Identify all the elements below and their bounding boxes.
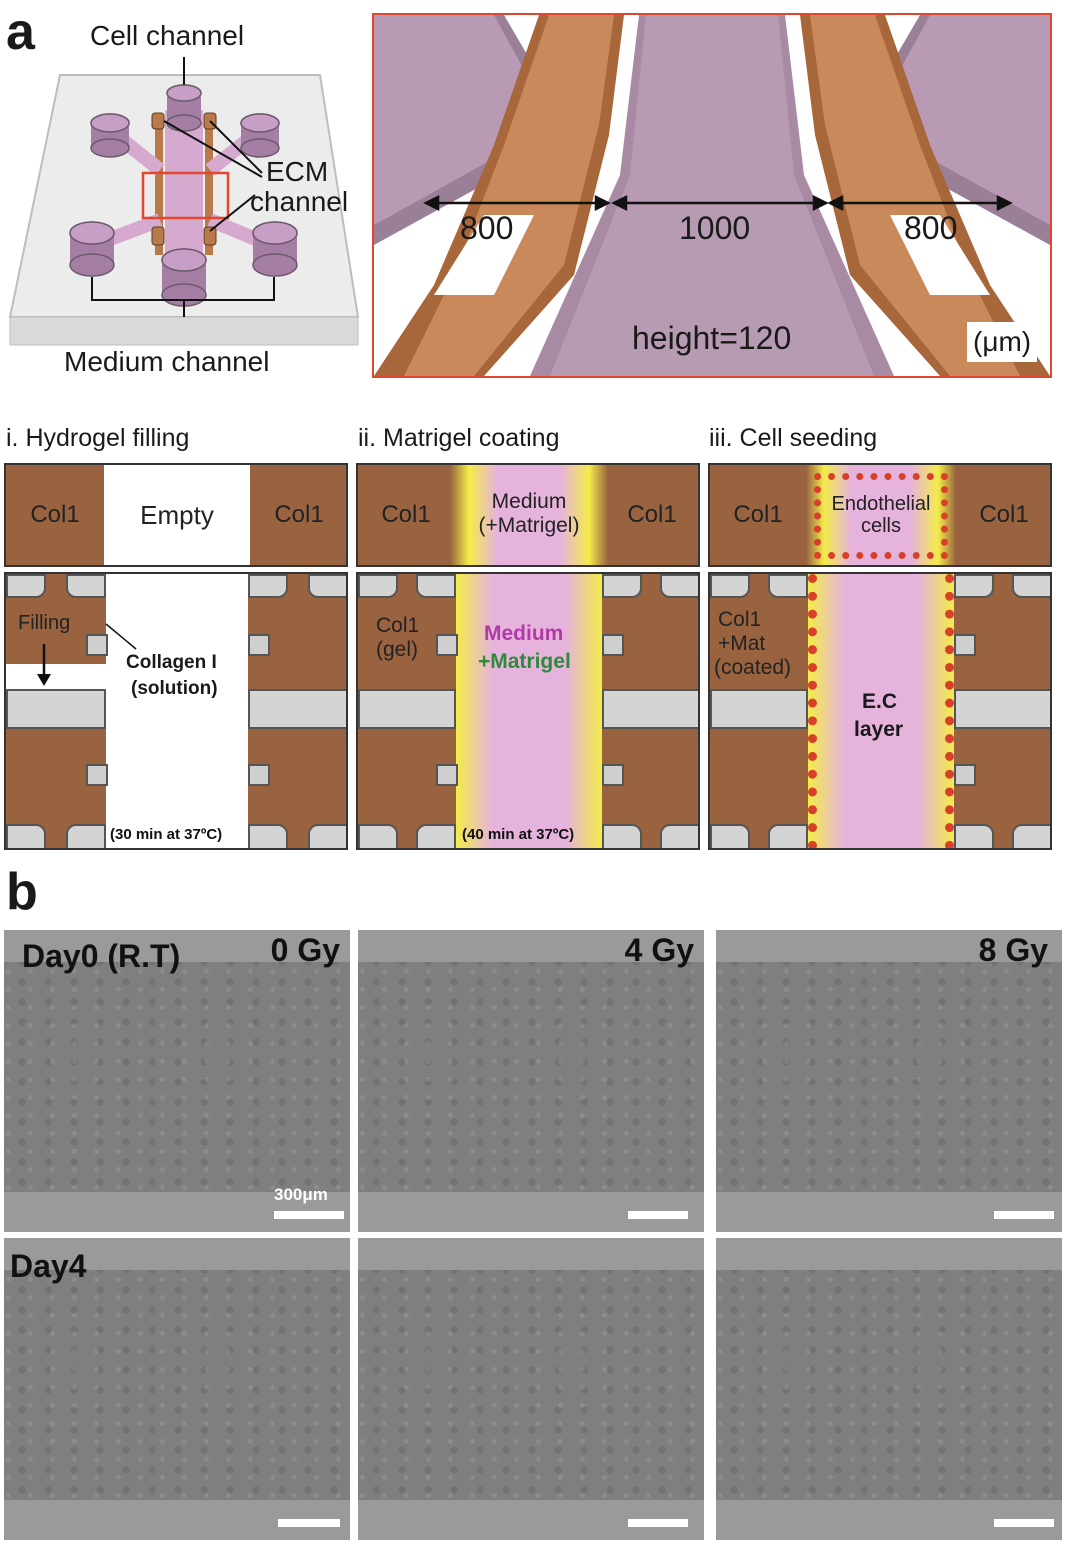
step-3-title: iii. Cell seeding xyxy=(709,424,878,452)
micrograph-day4-4gy xyxy=(358,1238,704,1540)
strip-3-center-2: cells xyxy=(860,515,901,537)
step-1-time: (30 min at 37ºC) xyxy=(110,826,223,843)
dose-4gy: 4 Gy xyxy=(624,932,694,968)
width-right-label: 800 xyxy=(904,210,958,246)
step-2-detail: Col1 (gel) Medium +Matrigel (40 min at 3… xyxy=(356,572,700,850)
zoom-view: 800 1000 800 height=120 (μm) xyxy=(372,13,1052,378)
micrograph-day0-0gy: Day0 (R.T) 0 Gy 300μm xyxy=(4,930,350,1232)
strip-2-center-1: Medium xyxy=(491,490,567,514)
scale-bar xyxy=(994,1211,1054,1219)
step-1-strip: Col1 Empty Col1 xyxy=(4,463,348,567)
medium-channel-label: Medium channel xyxy=(64,346,270,377)
step-3-ec-1: E.C xyxy=(862,690,898,713)
dose-0gy: 0 Gy xyxy=(270,932,340,968)
strip-1-left: Col1 xyxy=(30,500,80,528)
step-3-col1-2: +Mat xyxy=(718,632,766,655)
cell-channel-label: Cell channel xyxy=(90,20,245,51)
step-3-detail: Col1 +Mat (coated) E.C layer xyxy=(708,572,1052,850)
step-2-title: ii. Matrigel coating xyxy=(358,424,560,452)
step-1-title: i. Hydrogel filling xyxy=(6,424,190,452)
step-2-col1-1: Col1 xyxy=(376,614,420,637)
strip-2-right: Col1 xyxy=(627,500,677,528)
strip-3-left: Col1 xyxy=(733,500,783,528)
panel-a-label: a xyxy=(6,3,35,61)
scale-bar xyxy=(278,1519,340,1527)
collagen-label-1: Collagen I xyxy=(126,652,217,673)
micrograph-day4-8gy xyxy=(716,1238,1062,1540)
unit-label: (μm) xyxy=(967,322,1038,362)
ecm-channel-label-2: channel xyxy=(250,186,349,217)
collagen-label-2: (solution) xyxy=(131,678,218,699)
scale-bar xyxy=(274,1211,344,1219)
strip-1-center: Empty xyxy=(140,499,214,530)
panel-b-label: b xyxy=(6,863,38,921)
strip-3-right: Col1 xyxy=(979,500,1029,528)
step-3-strip: Col1 Endothelial cells Col1 xyxy=(708,463,1052,567)
step-2-col1-2: (gel) xyxy=(376,638,419,661)
scale-bar xyxy=(628,1211,688,1219)
step-3-ec-2: layer xyxy=(854,718,904,741)
scale-bar-label: 300μm xyxy=(274,1185,328,1204)
row-2-label: Day4 xyxy=(10,1248,87,1284)
strip-2-center-2: (+Matrigel) xyxy=(478,514,580,538)
filling-label: Filling xyxy=(18,612,71,634)
scale-bar xyxy=(628,1519,688,1527)
width-left-label: 800 xyxy=(460,210,514,246)
step-2-strip: Col1 Medium (+Matrigel) Col1 xyxy=(356,463,700,567)
dose-8gy: 8 Gy xyxy=(978,932,1048,968)
device-schematic xyxy=(8,57,360,346)
height-label: height=120 xyxy=(632,320,792,356)
strip-2-left: Col1 xyxy=(381,500,431,528)
step-2-time: (40 min at 37ºC) xyxy=(462,826,575,843)
micrograph-day0-8gy: 8 Gy xyxy=(716,930,1062,1232)
micrograph-day4-0gy: Day4 xyxy=(4,1238,350,1540)
step-3-col1-1: Col1 xyxy=(718,608,762,631)
step-3-col1-3: (coated) xyxy=(714,656,792,679)
row-1-label: Day0 (R.T) xyxy=(22,938,181,974)
strip-3-center-1: Endothelial xyxy=(831,493,931,515)
step-2-medium: Medium xyxy=(484,622,564,645)
strip-1-right: Col1 xyxy=(274,500,324,528)
step-2-matrigel: +Matrigel xyxy=(478,650,571,673)
micrograph-day0-4gy: 4 Gy xyxy=(358,930,704,1232)
scale-bar xyxy=(994,1519,1054,1527)
ecm-channel-label-1: ECM xyxy=(266,156,329,187)
width-center-label: 1000 xyxy=(679,210,751,246)
step-1-detail: Filling Collagen I (solution) (30 min at… xyxy=(4,572,348,850)
